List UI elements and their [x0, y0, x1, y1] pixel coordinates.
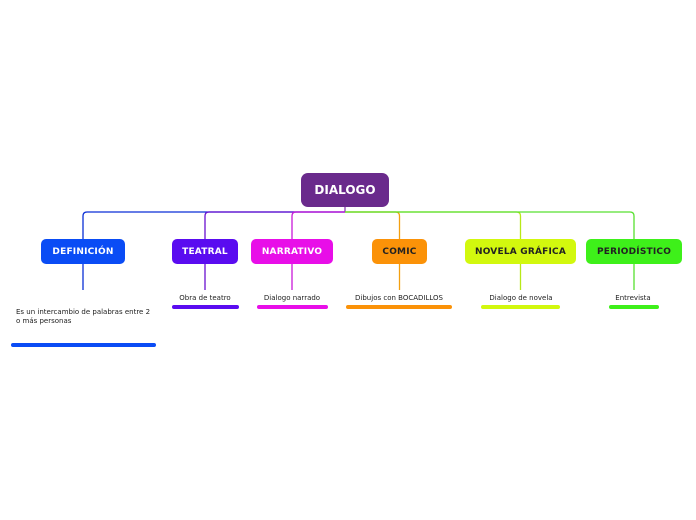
subtopic-narrativo[interactable]: Dialogo narrado [263, 294, 321, 302]
connector-comic [345, 211, 401, 239]
subtopic-definicion[interactable]: Es un intercambio de palabras entre 2 o … [16, 308, 151, 325]
subtopic-teatral[interactable]: Obra de teatro [179, 294, 231, 302]
subtopic-underline-narrativo [257, 305, 328, 309]
connector-narrativo [291, 211, 345, 239]
subtopic-underline-comic [346, 305, 452, 309]
topic-comic[interactable]: COMIC [372, 239, 427, 264]
subtopic-underline-periodistico [609, 305, 659, 309]
subtopic-periodistico[interactable]: Entrevista [615, 294, 651, 302]
topic-narrativo[interactable]: NARRATIVO [251, 239, 333, 264]
subtopic-underline-definicion [11, 343, 156, 347]
subtopic-comic[interactable]: Dibujos con BOCADILLOS [355, 294, 443, 302]
topic-definicion[interactable]: DEFINICIÓN [41, 239, 125, 264]
topic-periodistico[interactable]: PERIODÍSTICO [586, 239, 682, 264]
topic-novela-grafica[interactable]: NOVELA GRÁFICA [465, 239, 576, 264]
connector-novela-grafica [345, 211, 522, 239]
connector-periodistico [345, 211, 635, 239]
central-topic-dialogo[interactable]: DIALOGO [301, 173, 389, 207]
subtopic-novela-grafica[interactable]: Dialogo de novela [489, 294, 553, 302]
connector-teatral [204, 211, 345, 239]
topic-teatral[interactable]: TEATRAL [172, 239, 238, 264]
subtopic-underline-teatral [172, 305, 239, 309]
subtopic-underline-novela-grafica [481, 305, 560, 309]
connector-definicion [82, 211, 345, 239]
